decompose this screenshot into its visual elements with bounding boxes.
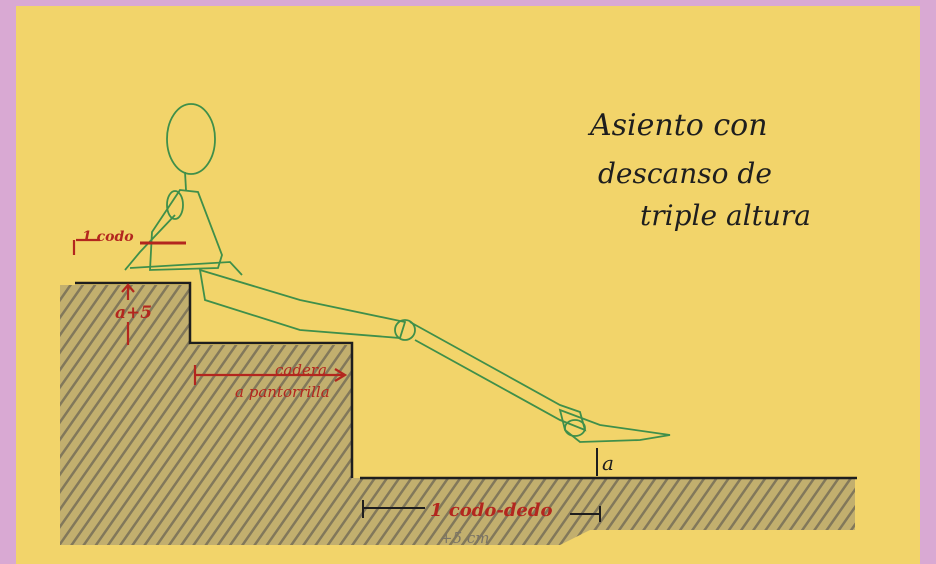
dimension-lines xyxy=(72,238,348,385)
thigh-label-line-2: a pantorrilla xyxy=(235,383,330,401)
figure-forearm xyxy=(129,261,243,276)
figure-shin xyxy=(409,321,587,432)
figure-heel xyxy=(564,419,586,437)
figure-neck xyxy=(184,171,187,191)
floor-dimension-right xyxy=(570,506,601,522)
step-height-arrow-up xyxy=(121,283,135,300)
figure-head xyxy=(166,103,216,175)
figure-torso xyxy=(149,189,223,271)
title-line-2: descanso de xyxy=(598,157,772,190)
stepped-seat-outline xyxy=(75,281,857,480)
title-line-1: Asiento con xyxy=(587,108,768,143)
thigh-label-line-1: cadera xyxy=(275,361,327,379)
thigh-dimension xyxy=(193,365,348,385)
elbow-label: 1 codo xyxy=(82,229,134,245)
stepped-seat-shading xyxy=(60,285,855,545)
pencil-note: +5 cm xyxy=(440,529,490,547)
floor-dimensions xyxy=(362,448,601,522)
figure-thigh xyxy=(198,268,407,339)
foot-height-label: a xyxy=(602,451,614,475)
floor-dimension-left xyxy=(362,500,425,518)
figure-knee xyxy=(394,319,416,341)
figure-shoulder xyxy=(166,190,184,220)
seated-figure xyxy=(124,103,671,443)
floor-length-label: 1 codo-dedo xyxy=(430,500,552,521)
step-height-label: a+5 xyxy=(115,303,152,323)
title-line-3: triple altura xyxy=(640,199,811,232)
figure-upper-arm xyxy=(124,214,176,271)
